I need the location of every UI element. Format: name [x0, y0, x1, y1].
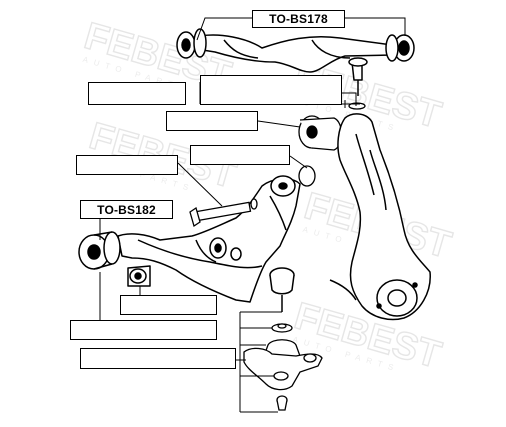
callout-box-7 [70, 320, 217, 340]
steering-knuckle [329, 113, 431, 321]
part-label-lower-arm: TO-BS182 [80, 200, 173, 219]
lower-hardware [243, 323, 323, 411]
upper-control-arm [176, 28, 415, 96]
callout-box-8 [80, 348, 236, 369]
callout-box-3 [166, 111, 258, 131]
part-label-upper-arm: TO-BS178 [252, 10, 345, 28]
part-label-lower-arm-text: TO-BS182 [97, 202, 156, 217]
lower-control-arm [78, 175, 301, 312]
upper-hardware [298, 102, 371, 187]
callout-box-4 [190, 145, 290, 165]
callout-box-1 [88, 82, 186, 105]
callout-box-5 [76, 155, 178, 175]
part-label-upper-arm-text: TO-BS178 [269, 12, 328, 26]
callout-box-2 [200, 75, 342, 105]
callout-box-6 [120, 295, 217, 315]
cam-bolt [189, 198, 258, 228]
